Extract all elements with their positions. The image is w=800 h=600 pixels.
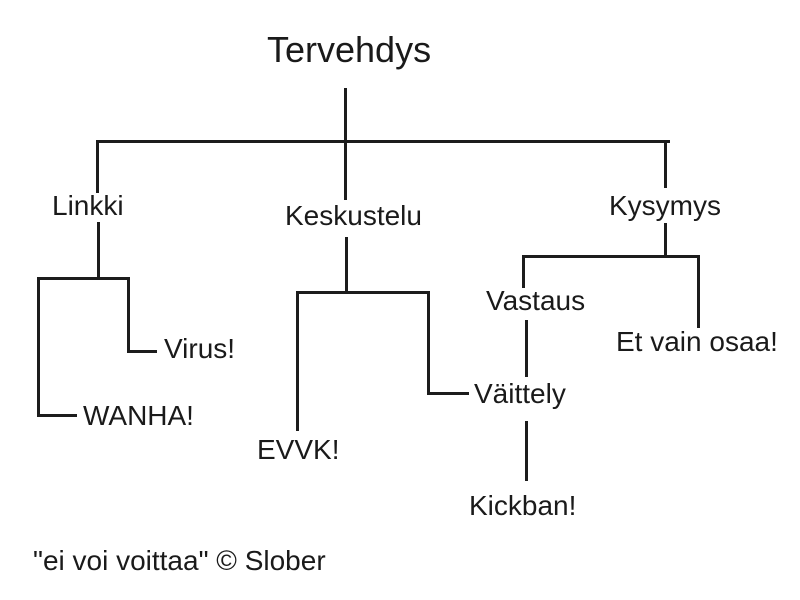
- node-label-kickban: Kickban!: [469, 490, 577, 521]
- edge-keskustelu-bar: [296, 291, 430, 294]
- edge-main-branch-bar: [96, 140, 670, 143]
- node-label-virus: Virus!: [164, 333, 236, 364]
- node-label-keskustelu: Keskustelu: [285, 200, 422, 231]
- edge-vaittely-down: [427, 291, 430, 395]
- edge-kysymys-bar: [522, 255, 700, 258]
- edge-drop-kysymys: [664, 140, 667, 188]
- edge-linkki-bar: [37, 277, 130, 280]
- node-label-tervehdys: Tervehdys: [267, 29, 432, 70]
- edge-vastaus-down: [522, 255, 525, 288]
- edge-drop-linkki: [96, 140, 99, 193]
- node-label-wanha: WANHA!: [83, 400, 194, 431]
- edge-virus-tick: [127, 350, 157, 353]
- edge-kysymys-down: [664, 223, 667, 258]
- copyright-caption: "ei voi voittaa" © Slober: [33, 545, 326, 576]
- edge-wanha-tick: [37, 414, 77, 417]
- node-label-et-vain-osaa: Et vain osaa!: [616, 326, 778, 357]
- edge-vastaus-vaittely: [525, 320, 528, 377]
- node-label-kysymys: Kysymys: [609, 190, 721, 221]
- edge-keskustelu-down: [345, 237, 348, 294]
- edge-vaittely-kickban: [525, 421, 528, 481]
- edge-wanha-down: [37, 277, 40, 417]
- edge-evvk-down: [296, 291, 299, 431]
- edge-tervehdys-keskustelu: [344, 88, 347, 200]
- edge-virus-down: [127, 277, 130, 353]
- node-label-vastaus: Vastaus: [486, 285, 586, 316]
- edge-linkki-down: [97, 222, 100, 280]
- node-label-evvk: EVVK!: [257, 434, 340, 465]
- node-label-linkki: Linkki: [52, 190, 124, 221]
- edge-etvainosaa-down: [697, 255, 700, 328]
- node-label-vaittely: Väittely: [474, 378, 566, 409]
- edge-vaittely-tick: [427, 392, 469, 395]
